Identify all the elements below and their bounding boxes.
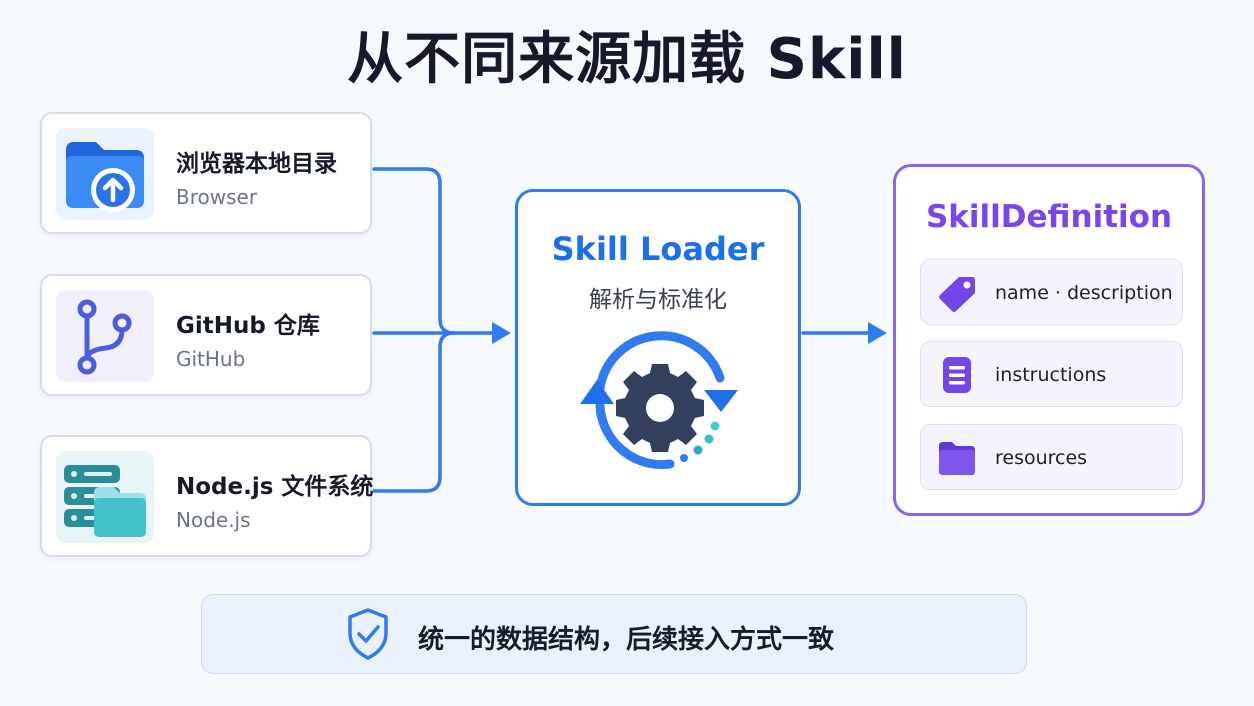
source-sublabel: Browser bbox=[176, 185, 258, 209]
definition-title: SkillDefinition bbox=[925, 199, 1173, 235]
field-label: resources bbox=[995, 447, 1088, 469]
page-title: 从不同来源加载 Skill bbox=[347, 27, 907, 92]
source-browser: 浏览器本地目录 Browser bbox=[40, 112, 372, 234]
field-instructions: instructions bbox=[920, 341, 1183, 407]
shield-check-icon bbox=[348, 608, 388, 660]
git-branch-icon bbox=[56, 290, 154, 382]
document-icon bbox=[943, 357, 971, 393]
source-github: GitHub 仓库 GitHub bbox=[40, 274, 372, 396]
folder-upload-icon bbox=[56, 128, 154, 220]
field-name-description: name · description bbox=[920, 259, 1183, 325]
gear-cycle-icon bbox=[580, 331, 738, 470]
banner-text: 统一的数据结构，后续接入方式一致 bbox=[418, 625, 835, 655]
source-sublabel: GitHub bbox=[176, 347, 246, 371]
arrowhead-to-loader bbox=[492, 322, 511, 344]
loader-subtitle: 解析与标准化 bbox=[589, 287, 727, 313]
source-label: Node.js 文件系统 bbox=[176, 474, 374, 500]
arrowhead-to-definition bbox=[868, 322, 887, 344]
source-sublabel: Node.js bbox=[176, 508, 251, 532]
loader-title: Skill Loader bbox=[551, 230, 765, 268]
skill-loader-box: Skill Loader 解析与标准化 bbox=[515, 189, 801, 506]
field-label: instructions bbox=[995, 364, 1107, 386]
folder-icon bbox=[939, 442, 975, 475]
field-resources: resources bbox=[920, 424, 1183, 490]
connector-nodejs bbox=[372, 331, 456, 493]
tag-icon bbox=[939, 277, 975, 312]
field-label: name · description bbox=[995, 282, 1173, 304]
source-label: 浏览器本地目录 bbox=[176, 151, 337, 177]
bottom-banner: 统一的数据结构，后续接入方式一致 bbox=[201, 594, 1027, 674]
source-label: GitHub 仓库 bbox=[176, 313, 320, 339]
skill-definition-box: SkillDefinition name · description instr… bbox=[893, 164, 1205, 516]
server-folder-icon bbox=[56, 451, 154, 543]
connector-browser bbox=[372, 167, 456, 335]
source-nodejs: Node.js 文件系统 Node.js bbox=[40, 435, 374, 557]
